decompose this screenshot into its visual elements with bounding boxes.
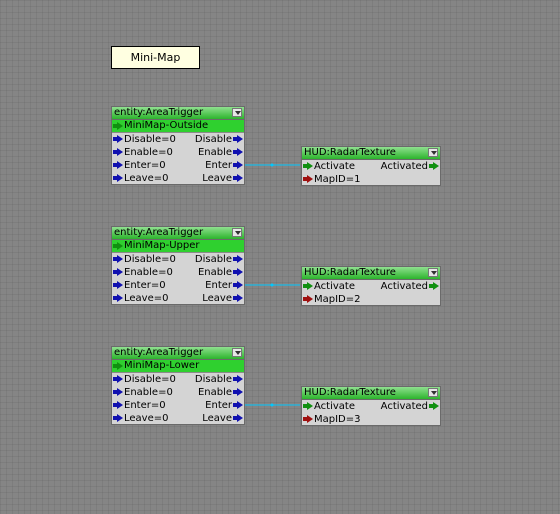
input-port-arrow-icon[interactable] [113,161,123,169]
output-port-arrow-icon[interactable] [233,135,243,143]
port-row-enter: Enter=0 Enter [112,399,244,412]
input-port-arrow-icon[interactable] [113,375,123,383]
link-3[interactable] [244,403,300,407]
entity-row[interactable]: MiniMap-Lower [112,360,244,373]
collapse-chevron-icon[interactable] [232,348,242,357]
collapse-chevron-icon[interactable] [232,108,242,117]
input-port-arrow-icon[interactable] [303,282,313,290]
output-port-arrow-icon[interactable] [233,255,243,263]
node-title[interactable]: HUD:RadarTexture [302,387,440,400]
port-row-leave: Leave=0 Leave [112,292,244,305]
output-port-arrow-icon[interactable] [233,174,243,182]
input-port-arrow-icon[interactable] [303,415,313,423]
output-port-arrow-icon[interactable] [233,294,243,302]
input-port-arrow-icon[interactable] [113,135,123,143]
input-port-arrow-icon[interactable] [113,174,123,182]
port-row-mapid: MapID=2 [302,293,440,306]
output-port-arrow-icon[interactable] [233,414,243,422]
entity-port-arrow-icon[interactable] [113,122,123,130]
port-row-activate: Activate Activated [302,400,440,413]
output-port-arrow-icon[interactable] [429,402,439,410]
port-row-enable: Enable=0 Enable [112,266,244,279]
output-port-arrow-icon[interactable] [233,401,243,409]
node-title[interactable]: entity:AreaTrigger [112,227,244,240]
port-row-disable: Disable=0 Disable [112,133,244,146]
port-row-enter: Enter=0 Enter [112,279,244,292]
entity-row[interactable]: MiniMap-Outside [112,120,244,133]
port-row-enter: Enter=0 Enter [112,159,244,172]
collapse-chevron-icon[interactable] [232,228,242,237]
output-port-arrow-icon[interactable] [233,388,243,396]
port-row-enable: Enable=0 Enable [112,146,244,159]
node-title[interactable]: entity:AreaTrigger [112,107,244,120]
output-port-arrow-icon[interactable] [429,162,439,170]
port-row-mapid: MapID=1 [302,173,440,186]
input-port-arrow-icon[interactable] [303,162,313,170]
input-port-arrow-icon[interactable] [113,388,123,396]
input-port-arrow-icon[interactable] [303,175,313,183]
input-port-arrow-icon[interactable] [113,268,123,276]
comment-box[interactable]: Mini-Map [111,46,200,69]
port-row-enable: Enable=0 Enable [112,386,244,399]
input-port-arrow-icon[interactable] [113,401,123,409]
radar-texture-node-2[interactable]: HUD:RadarTexture Activate Activated MapI… [301,266,441,306]
link-2[interactable] [244,283,300,287]
area-trigger-node-3[interactable]: entity:AreaTrigger MiniMap-Lower Disable… [111,346,245,425]
comment-text: Mini-Map [130,51,181,64]
collapse-chevron-icon[interactable] [428,388,438,397]
entity-port-arrow-icon[interactable] [113,362,123,370]
output-port-arrow-icon[interactable] [233,375,243,383]
port-row-leave: Leave=0 Leave [112,412,244,425]
output-port-arrow-icon[interactable] [233,161,243,169]
input-port-arrow-icon[interactable] [113,281,123,289]
output-port-arrow-icon[interactable] [233,268,243,276]
entity-port-arrow-icon[interactable] [113,242,123,250]
node-title[interactable]: entity:AreaTrigger [112,347,244,360]
collapse-chevron-icon[interactable] [428,268,438,277]
input-port-arrow-icon[interactable] [113,414,123,422]
area-trigger-node-2[interactable]: entity:AreaTrigger MiniMap-Upper Disable… [111,226,245,305]
input-port-arrow-icon[interactable] [113,148,123,156]
link-1[interactable] [244,163,300,167]
area-trigger-node-1[interactable]: entity:AreaTrigger MiniMap-Outside Disab… [111,106,245,185]
node-title[interactable]: HUD:RadarTexture [302,267,440,280]
port-row-activate: Activate Activated [302,280,440,293]
port-row-disable: Disable=0 Disable [112,373,244,386]
node-title[interactable]: HUD:RadarTexture [302,147,440,160]
entity-row[interactable]: MiniMap-Upper [112,240,244,253]
output-port-arrow-icon[interactable] [233,281,243,289]
input-port-arrow-icon[interactable] [303,402,313,410]
port-row-leave: Leave=0 Leave [112,172,244,185]
port-row-activate: Activate Activated [302,160,440,173]
input-port-arrow-icon[interactable] [303,295,313,303]
port-row-disable: Disable=0 Disable [112,253,244,266]
port-row-mapid: MapID=3 [302,413,440,426]
output-port-arrow-icon[interactable] [429,282,439,290]
radar-texture-node-3[interactable]: HUD:RadarTexture Activate Activated MapI… [301,386,441,426]
radar-texture-node-1[interactable]: HUD:RadarTexture Activate Activated MapI… [301,146,441,186]
output-port-arrow-icon[interactable] [233,148,243,156]
input-port-arrow-icon[interactable] [113,255,123,263]
collapse-chevron-icon[interactable] [428,148,438,157]
input-port-arrow-icon[interactable] [113,294,123,302]
